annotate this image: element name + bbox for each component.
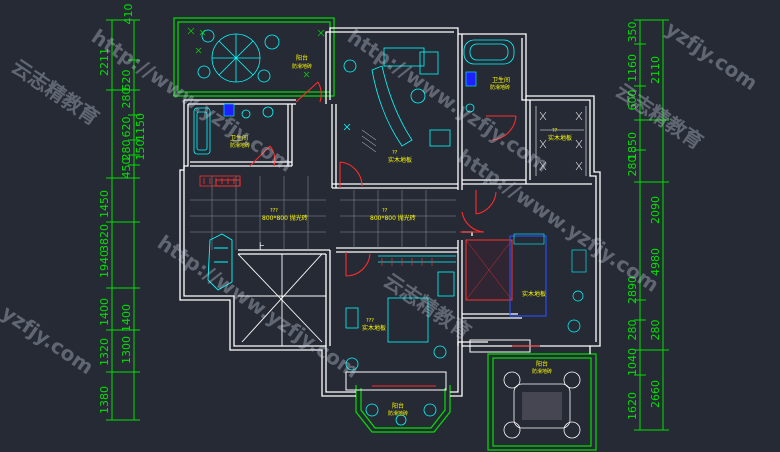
room-bedroom-center-floor: 实木地板 bbox=[362, 324, 386, 332]
dim-left-inner-8: 1300 bbox=[120, 336, 133, 364]
staircase bbox=[237, 253, 326, 346]
dim-right-outer-1: 2090 bbox=[649, 196, 662, 224]
dim-left-top-marker: 410 bbox=[122, 4, 135, 25]
room-hall-left-floor: 800*800 抛光砖 bbox=[262, 214, 308, 222]
dim-right-inner-8: 2660 bbox=[649, 380, 662, 408]
watermark-short-right: yzfjy.com bbox=[661, 16, 762, 95]
dim-right-inner-5: 2890 bbox=[626, 276, 639, 304]
room-balcony-bl-floor: 防滑地砖 bbox=[388, 410, 408, 417]
dim-right-inner-7: 1040 bbox=[626, 348, 639, 376]
umbrella-table-icon bbox=[197, 29, 280, 83]
room-bath-left-name: 卫生间 bbox=[230, 134, 248, 142]
toilet-right-icon bbox=[465, 103, 475, 113]
dim-left-inner-3: 1150 bbox=[134, 113, 147, 141]
watermark-short-left: yzfjy.com bbox=[0, 300, 98, 379]
bedroom-center-furniture bbox=[345, 255, 456, 371]
dim-left-outer-2: 3820 bbox=[98, 224, 111, 252]
room-balcony-top-name: 阳台 bbox=[296, 54, 308, 62]
toilet-icon bbox=[241, 106, 274, 119]
room-balcony-bl-name: 阳台 bbox=[392, 402, 404, 410]
room-bath-right-floor: 防滑地砖 bbox=[490, 84, 510, 91]
lounge-chair-icon bbox=[207, 233, 233, 291]
dim-left-outer-4: 1400 bbox=[98, 298, 111, 326]
balcony-bottom-left-furniture bbox=[365, 403, 437, 426]
bedroom-top-furniture bbox=[343, 47, 451, 147]
room-bath-right-name: 卫生间 bbox=[492, 76, 510, 84]
balcony-table-pattern bbox=[522, 392, 562, 420]
room-closet-tag: ?? bbox=[552, 128, 558, 134]
room-balcony-br-name: 阳台 bbox=[536, 360, 548, 368]
dim-left-outer-5: 1320 bbox=[98, 338, 111, 366]
watermark-url-left: http://www.yzfjy.com bbox=[153, 230, 363, 383]
dim-right-inner-0: 350 bbox=[626, 22, 639, 43]
dim-left-outer-1: 1450 bbox=[98, 190, 111, 218]
dim-left-outer-0: 2211 bbox=[98, 48, 111, 76]
room-bath-left-floor: 防滑地砖 bbox=[230, 142, 250, 149]
dim-right-inner-1: 1160 bbox=[626, 54, 639, 82]
dim-right-outer-2: 4980 bbox=[649, 248, 662, 276]
room-bedroom-top-tag: ?? bbox=[392, 150, 398, 156]
washbasin-icon bbox=[223, 103, 235, 117]
bedroom-top-hatch bbox=[361, 129, 377, 153]
dim-left-outer-6: 1380 bbox=[98, 386, 111, 414]
walls bbox=[179, 27, 601, 397]
dim-left-inner-7: 1400 bbox=[120, 304, 133, 332]
right-dimension-labels: 350 1160 600 1850 280 2890 280 1040 2660… bbox=[626, 22, 662, 421]
room-bedroom-top-floor: 实木地板 bbox=[388, 156, 412, 164]
dim-left-inner-5: 150 bbox=[134, 140, 147, 161]
balcony-table-icon bbox=[503, 371, 581, 439]
bathtub-right-icon bbox=[463, 39, 515, 65]
watermark-brand-center: 云志精教育 bbox=[379, 268, 475, 344]
dim-left-inner-4: 280 bbox=[120, 140, 133, 161]
closet-shelving bbox=[535, 106, 587, 176]
dim-left-inner-6: 450 bbox=[120, 158, 133, 179]
dim-left-outer-3: 1940 bbox=[98, 250, 111, 278]
master-bed-icon bbox=[465, 233, 587, 333]
left-dimension-chain bbox=[106, 19, 140, 421]
dim-right-inner-3: 1850 bbox=[626, 132, 639, 160]
dim-right-outer-3: 280 bbox=[649, 320, 662, 341]
washbasin-right-icon bbox=[465, 71, 477, 87]
room-balcony-top-floor: 防滑地砖 bbox=[292, 63, 312, 70]
wall-segments-secondary bbox=[345, 339, 531, 391]
plant-icons bbox=[187, 27, 325, 78]
closet-center-doors bbox=[381, 258, 433, 266]
dim-right-inner-6: 280 bbox=[626, 320, 639, 341]
floor-tile-grid bbox=[190, 176, 456, 250]
right-dimension-chain bbox=[634, 19, 669, 431]
dim-right-inner-9: 1620 bbox=[626, 392, 639, 420]
bathtub-icon bbox=[193, 107, 211, 155]
dim-right-inner-4: 280 bbox=[626, 156, 639, 177]
room-hall-left-tag: ??? bbox=[270, 208, 278, 214]
room-bedroom-center-tag: ??? bbox=[366, 318, 374, 324]
room-closet-floor: 实木地板 bbox=[548, 134, 572, 142]
room-hall-right-floor: 800*800 抛光砖 bbox=[370, 214, 416, 222]
dim-left-inner-1: 520 bbox=[120, 70, 133, 91]
dim-left-inner-0: 280 bbox=[120, 88, 133, 109]
stair-up-label: 上 bbox=[256, 242, 265, 253]
room-labels: 阳台 防滑地砖 卫生间 防滑地砖 卫生间 防滑地砖 ?? 实木地板 ?? 实木地… bbox=[230, 54, 572, 417]
watermark-brand-left: 云志精教育 bbox=[7, 54, 103, 130]
room-hall-right-tag: ?? bbox=[382, 208, 388, 214]
left-dimension-labels: 2211 1450 3820 1940 1400 1320 1380 410 2… bbox=[98, 4, 147, 415]
dim-right-inner-2: 600 bbox=[626, 90, 639, 111]
dim-right-outer-0: 2110 bbox=[649, 56, 662, 84]
room-master-bedroom-floor: 实木地板 bbox=[522, 290, 546, 298]
piano-icon bbox=[199, 175, 241, 187]
dim-left-inner-2: 620 bbox=[120, 117, 133, 138]
room-balcony-br-floor: 防滑地砖 bbox=[532, 368, 552, 375]
